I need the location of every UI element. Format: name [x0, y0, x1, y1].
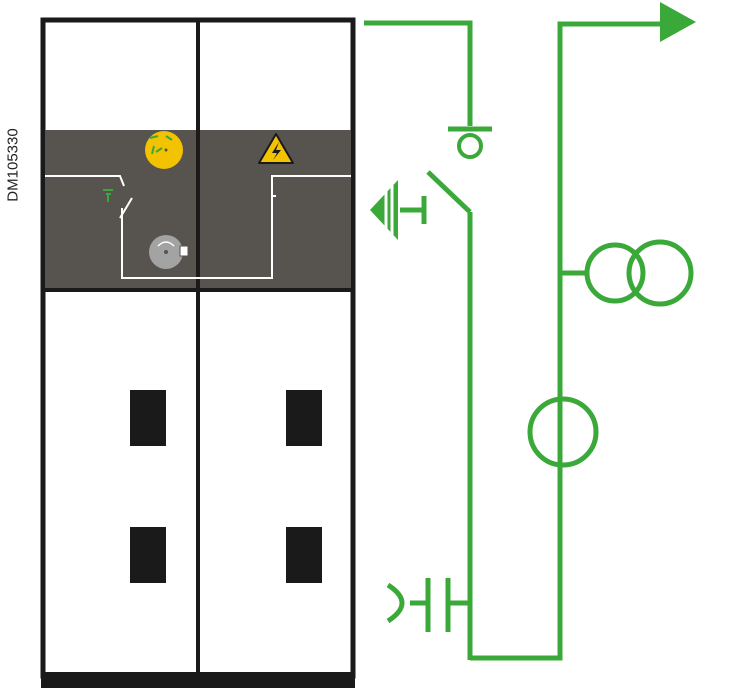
- single-line-diagram: [364, 2, 696, 661]
- mimic-earth-icon: [103, 189, 113, 202]
- incoming-feeder-line: [364, 20, 473, 126]
- switchgear-cabinet: [40, 17, 356, 688]
- door-handle-right-lower[interactable]: [286, 527, 322, 583]
- disconnect-switch-blade: [426, 170, 472, 214]
- mimic-switch-blade: [119, 197, 133, 219]
- mimic-line: [45, 175, 351, 279]
- current-transformer-icon: [527, 396, 599, 468]
- door-handle-left-upper[interactable]: [130, 390, 166, 446]
- cable-connection-icon: [386, 578, 470, 632]
- busbar-arrow-icon: [660, 2, 696, 42]
- door-handle-right-upper[interactable]: [286, 390, 322, 446]
- cable-return-line: [470, 21, 668, 661]
- earth-ground-icon: [370, 180, 427, 240]
- position-indicator-icon[interactable]: [145, 131, 183, 169]
- door-handle-left-lower[interactable]: [130, 527, 166, 583]
- voltage-transformer-icon: [560, 239, 694, 307]
- operating-knob-icon[interactable]: [149, 235, 189, 269]
- cabinet-plinth: [41, 672, 355, 688]
- high-voltage-warning-icon: [258, 133, 294, 164]
- busbar-connection-circle: [457, 133, 483, 159]
